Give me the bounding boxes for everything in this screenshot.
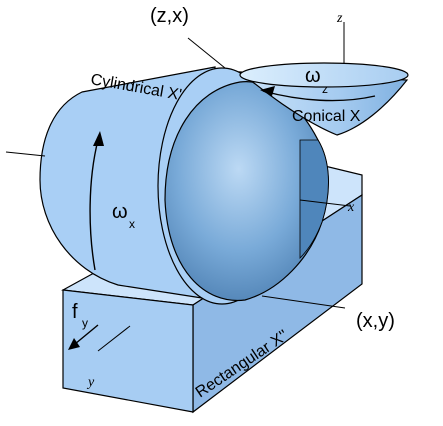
xy-leader-line: [261, 295, 346, 309]
label-zx: (z,x): [150, 5, 189, 27]
label-axis-y: y: [86, 375, 95, 390]
label-omega-x-sub: x: [129, 217, 135, 231]
label-conical: Conical X: [292, 108, 361, 125]
cone-arrowhead: [260, 86, 275, 96]
label-omega-z: ω: [305, 65, 321, 87]
feed-arrow-shaft: [74, 324, 99, 345]
label-axis-x: x: [347, 200, 355, 215]
omega-x-arrowhead: [93, 131, 104, 146]
feed-arrow: [68, 324, 99, 350]
feed-arrowhead: [68, 338, 80, 350]
cylinder-axis-left: [5, 151, 46, 157]
cylinder-rotation-arrow: [89, 131, 104, 271]
label-f-sub: y: [82, 316, 88, 330]
dome: [164, 81, 329, 302]
block-front-face: [62, 289, 194, 413]
dome-cut-face: [299, 139, 329, 259]
x-axis-line: [299, 199, 351, 207]
label-axis-z: z: [336, 11, 343, 26]
zx-leader-line: [187, 37, 226, 69]
omega-x-arc: [89, 139, 99, 271]
label-xy: (x,y): [356, 310, 395, 332]
label-omega-z-sub: z: [322, 82, 328, 96]
cone-rotation-arrow: [262, 90, 376, 102]
cone: [238, 62, 409, 136]
y-axis-line: [97, 325, 131, 352]
label-omega-x: ω: [112, 201, 128, 223]
label-f: f: [72, 301, 78, 323]
cone-top-rim: [239, 62, 409, 88]
